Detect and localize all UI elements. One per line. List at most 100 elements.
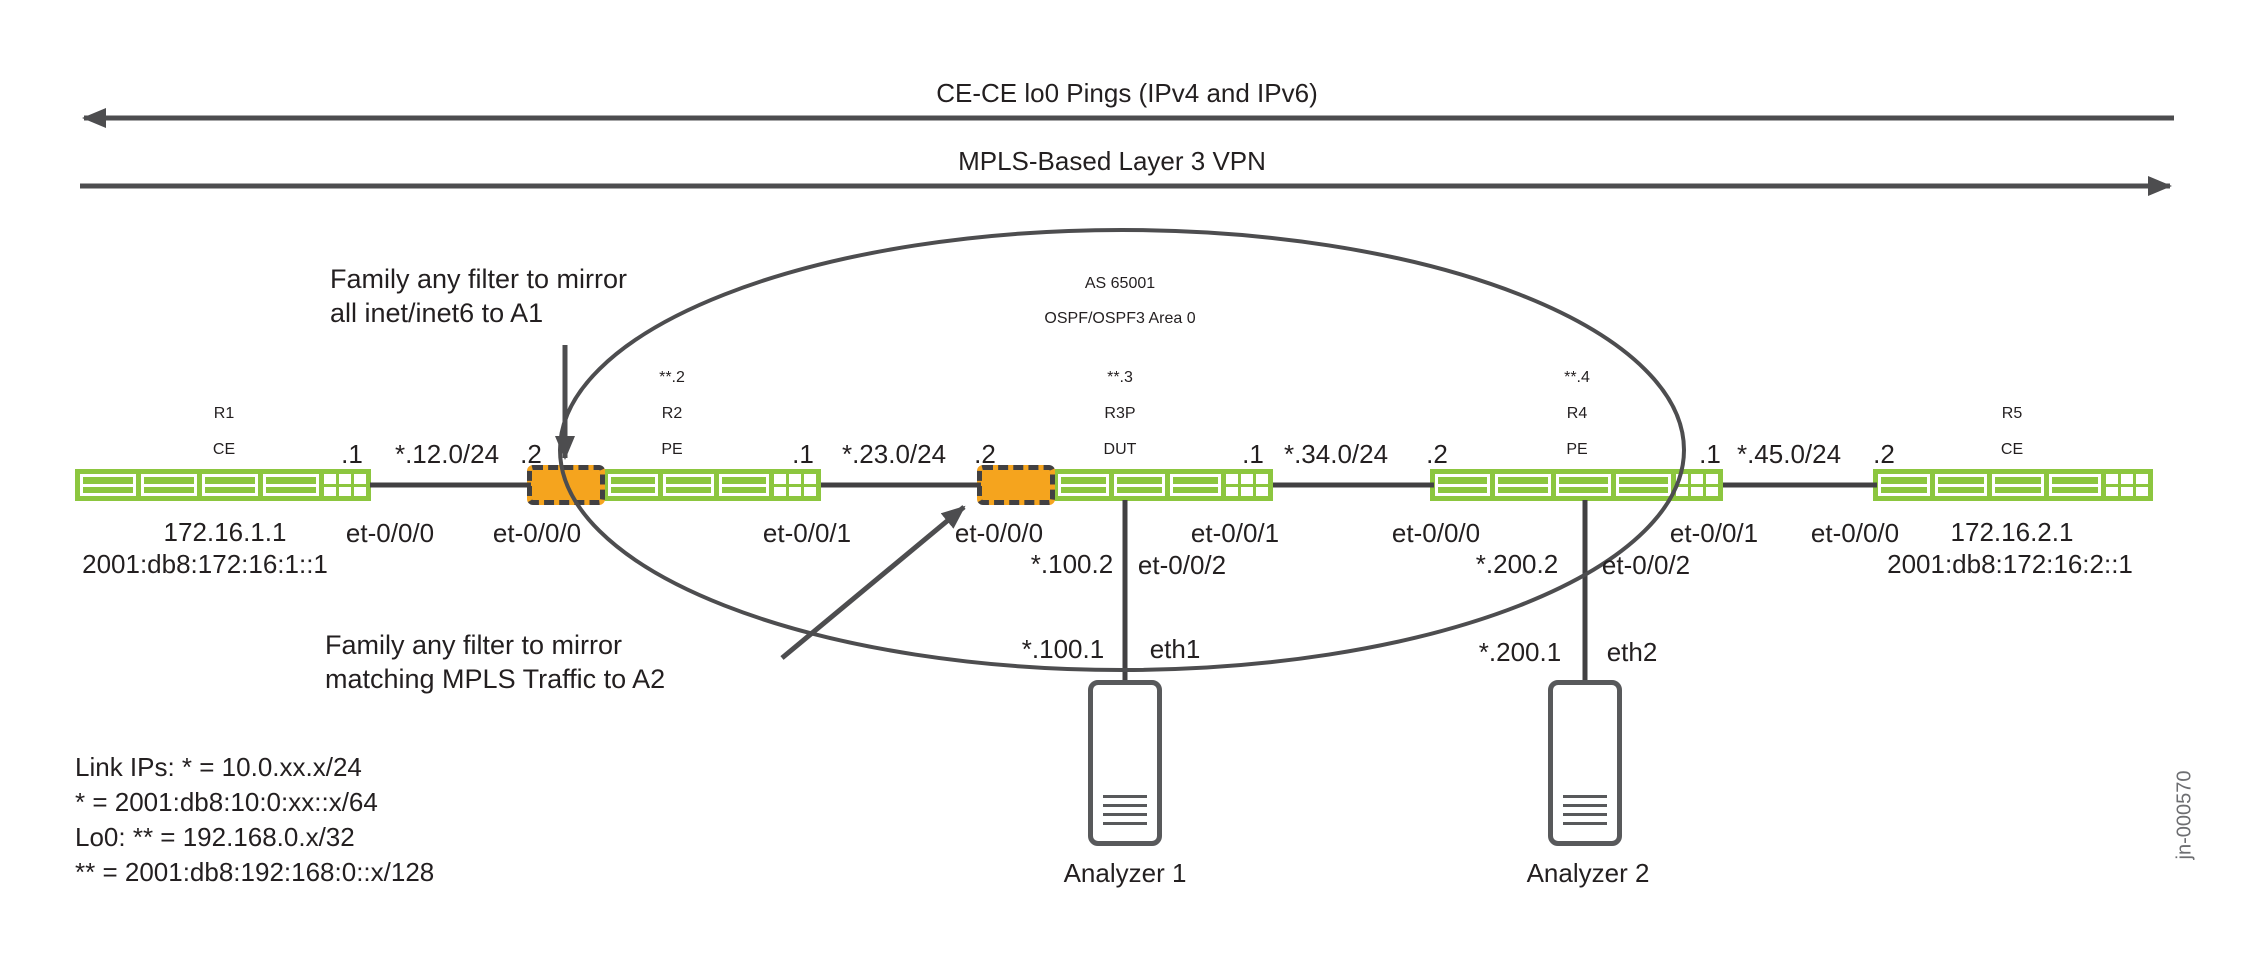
filter1-annotation: Family any filter to mirror all inet/ine… xyxy=(330,262,627,330)
line-card-slot xyxy=(1992,474,2044,496)
router-r4-title: **.4 R4 PE xyxy=(1564,360,1590,468)
router-role: PE xyxy=(661,441,683,458)
r4-right-interface: et-0/0/1 xyxy=(1669,518,1759,548)
analyzer2-label: Analyzer 2 xyxy=(1526,858,1650,888)
r2-right-interface: et-0/0/1 xyxy=(762,518,852,548)
port-grid xyxy=(324,474,366,496)
analyzer1-addr: *.100.1 xyxy=(1021,634,1105,664)
r3r4-left-addr: .1 xyxy=(1242,439,1264,469)
as-area-label: AS 65001 OSPF/OSPF3 Area 0 xyxy=(1044,266,1195,336)
line-card-slot xyxy=(1058,474,1109,496)
r1r2-subnet: *.12.0/24 xyxy=(394,439,500,469)
r5-ipv4: 172.16.2.1 xyxy=(1950,517,2074,547)
annotation-line: Family any filter to mirror xyxy=(330,264,628,294)
analyzer2-addr: *.200.1 xyxy=(1478,637,1562,667)
line-card-slot xyxy=(1114,474,1165,496)
port-grid xyxy=(1676,474,1718,496)
filter2-annotation: Family any filter to mirror matching MPL… xyxy=(325,628,665,696)
ip-legend: Link IPs: * = 10.0.xx.x/24 * = 2001:db8:… xyxy=(75,750,434,890)
router-loopback: **.2 xyxy=(659,369,685,386)
analyzer1-label: Analyzer 1 xyxy=(1063,858,1187,888)
router-r3p xyxy=(1053,469,1273,501)
r2r3-right-addr: .2 xyxy=(974,439,996,469)
router-r2-title: **.2 R2 PE xyxy=(659,360,685,468)
legend-line: Lo0: ** = 192.168.0.x/32 xyxy=(75,822,355,852)
line-card-slot xyxy=(1555,474,1611,496)
line-card-slot xyxy=(1935,474,1987,496)
vent-lines xyxy=(1103,795,1147,825)
analyzer1-server xyxy=(1088,680,1162,846)
r4-mirror-addr: *.200.2 xyxy=(1475,549,1559,579)
router-name: R5 xyxy=(2001,405,2023,422)
r4-left-interface: et-0/0/0 xyxy=(1391,518,1481,548)
port-grid xyxy=(2106,474,2148,496)
r5-ipv6: 2001:db8:172:16:2::1 xyxy=(1887,549,2133,579)
line-card-slot xyxy=(202,474,258,496)
as-number: AS 65001 xyxy=(1084,275,1156,292)
r2-left-interface: et-0/0/0 xyxy=(492,518,582,548)
line-card-slot xyxy=(1435,474,1491,496)
router-name: R1 xyxy=(213,405,235,422)
line-card-slot xyxy=(718,474,769,496)
vent-lines xyxy=(1563,795,1607,825)
r3p-right-interface: et-0/0/1 xyxy=(1190,518,1280,548)
vpn-flow-label: MPLS-Based Layer 3 VPN xyxy=(958,146,1266,176)
router-r2 xyxy=(603,469,821,501)
port-grid xyxy=(773,474,816,496)
router-loopback: **.3 xyxy=(1107,369,1133,386)
r3p-mirror-interface: et-0/0/2 xyxy=(1137,550,1227,580)
router-name: R3P xyxy=(1104,405,1136,422)
line-card-slot xyxy=(663,474,714,496)
router-name: R4 xyxy=(1566,405,1588,422)
line-card-slot xyxy=(80,474,136,496)
analyzer2-server xyxy=(1548,680,1622,846)
r2r3-subnet: *.23.0/24 xyxy=(841,439,947,469)
r1-right-interface: et-0/0/0 xyxy=(345,518,435,548)
mirror-filter-r3p xyxy=(977,465,1055,505)
router-r5-title: R5 CE xyxy=(2001,396,2023,468)
r4-mirror-interface: et-0/0/2 xyxy=(1601,550,1691,580)
line-card-slot xyxy=(608,474,659,496)
r1r2-left-addr: .1 xyxy=(341,439,363,469)
legend-line: ** = 2001:db8:192:168:0::x/128 xyxy=(75,857,435,887)
legend-line: * = 2001:db8:10:0:xx::x/64 xyxy=(75,787,378,817)
router-loopback: **.4 xyxy=(1564,369,1590,386)
ping-flow-label: CE-CE lo0 Pings (IPv4 and IPv6) xyxy=(936,78,1318,108)
annotation-line: Family any filter to mirror xyxy=(325,630,623,660)
filter2-annotation-arrow xyxy=(780,505,966,660)
line-card-slot xyxy=(1495,474,1551,496)
annotation-line: all inet/inet6 to A1 xyxy=(330,298,544,328)
line-card-slot xyxy=(263,474,319,496)
ospf-area: OSPF/OSPF3 Area 0 xyxy=(1044,310,1196,327)
line-card-slot xyxy=(2049,474,2101,496)
line-card-slot xyxy=(141,474,197,496)
router-role: CE xyxy=(212,441,236,458)
r4r5-left-addr: .1 xyxy=(1699,439,1721,469)
port-grid xyxy=(1226,474,1268,496)
router-name: R2 xyxy=(661,405,683,422)
r3r4-subnet: *.34.0/24 xyxy=(1283,439,1389,469)
line-card-slot xyxy=(1170,474,1221,496)
annotation-line: matching MPLS Traffic to A2 xyxy=(325,664,666,694)
r4r5-subnet: *.45.0/24 xyxy=(1736,439,1842,469)
router-r3p-title: **.3 R3P DUT xyxy=(1104,360,1137,468)
line-card-slot xyxy=(1878,474,1930,496)
line-card-slot xyxy=(1615,474,1671,496)
router-r4 xyxy=(1430,469,1723,501)
r3p-left-interface: et-0/0/0 xyxy=(954,518,1044,548)
r3p-mirror-addr: *.100.2 xyxy=(1030,549,1114,579)
r1-ipv6: 2001:db8:172:16:1::1 xyxy=(82,549,328,579)
r3r4-right-addr: .2 xyxy=(1426,439,1448,469)
router-role: CE xyxy=(2000,441,2024,458)
router-role: DUT xyxy=(1103,441,1137,458)
legend-line: Link IPs: * = 10.0.xx.x/24 xyxy=(75,752,362,782)
router-r1-title: R1 CE xyxy=(213,396,235,468)
r4r5-right-addr: .2 xyxy=(1873,439,1895,469)
r1-ipv4: 172.16.1.1 xyxy=(163,517,287,547)
r2r3-left-addr: .1 xyxy=(792,439,814,469)
r5-left-interface: et-0/0/0 xyxy=(1810,518,1900,548)
router-role: PE xyxy=(1566,441,1588,458)
router-r1 xyxy=(75,469,371,501)
